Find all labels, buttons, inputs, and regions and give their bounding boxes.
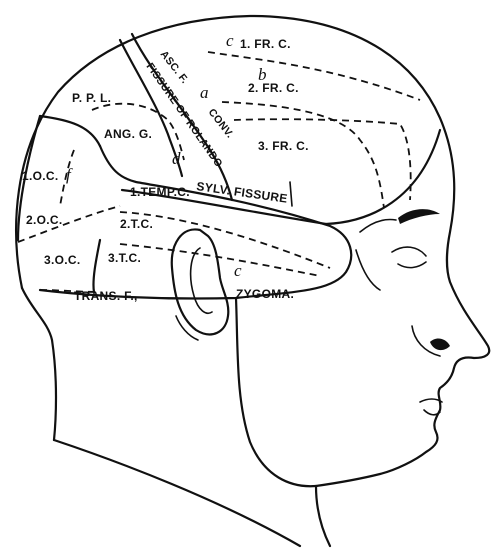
occipital-divider <box>16 114 42 242</box>
frontal-boundary <box>324 128 442 226</box>
sylvian-fissure-line <box>120 188 328 226</box>
dash-temporal-1 <box>119 211 331 269</box>
eye-socket <box>359 218 397 233</box>
ear-inner <box>189 247 213 314</box>
precentral-tick <box>289 181 293 207</box>
label-tc2: 2.T.C. <box>120 217 153 231</box>
dash-occipital <box>59 149 75 207</box>
eye-lower-lid <box>397 261 427 269</box>
label-fr3: 3. FR. C. <box>258 139 309 153</box>
label-oc1: 1.O.C. <box>22 169 58 183</box>
eyebrow <box>398 209 440 224</box>
cheek-line <box>355 249 381 291</box>
temporal-lobe-outline <box>38 144 353 300</box>
label-temp1: 1.TEMP.C. <box>130 185 190 199</box>
letter-c-ear: c <box>234 261 242 280</box>
letter-c-top: c <box>226 31 234 50</box>
label-fr2: 2. FR. C. <box>248 81 299 95</box>
rolando-line <box>118 38 184 178</box>
asc-frontal-line <box>130 32 234 202</box>
neck-bottom <box>52 438 302 548</box>
label-tc3: 3.T.C. <box>108 251 141 265</box>
dash-fr1 <box>207 51 421 101</box>
dash-occipital-2 <box>17 205 121 243</box>
label-trans-f: TRANS. F., <box>74 289 138 303</box>
dash-temporal-2 <box>119 243 321 277</box>
dash-occipital-3 <box>39 289 101 293</box>
label-fr1: 1. FR. C. <box>240 37 291 51</box>
eye-upper-lid <box>391 246 427 257</box>
letter-d: d <box>172 149 181 168</box>
label-ang-g: ANG. G. <box>104 127 152 141</box>
nostril <box>430 338 450 351</box>
dash-fr3 <box>233 118 412 201</box>
lower-lip <box>423 409 441 416</box>
label-conv: CONV. <box>206 106 236 140</box>
nose-wing <box>411 325 441 357</box>
throat-line <box>314 484 332 548</box>
parieto-occipital-line <box>38 114 102 148</box>
label-oc3: 3.O.C. <box>44 253 80 267</box>
label-zygoma: ZYGOMA. <box>236 287 294 301</box>
mouth-line <box>419 398 443 403</box>
jaw-line <box>234 296 318 488</box>
dash-angular <box>91 102 185 161</box>
ear-outline <box>170 228 230 336</box>
label-oc2: 2.O.C. <box>26 213 62 227</box>
dash-fr2 <box>221 101 385 209</box>
letter-f: f <box>66 165 73 184</box>
label-ppl: P. P. L. <box>72 91 111 105</box>
letter-a: a <box>200 83 209 102</box>
ear-lobe-line <box>175 315 199 341</box>
head-outline <box>15 14 491 488</box>
neck-back <box>20 286 58 442</box>
occipital-lower <box>92 238 102 294</box>
letter-b: b <box>258 65 267 84</box>
